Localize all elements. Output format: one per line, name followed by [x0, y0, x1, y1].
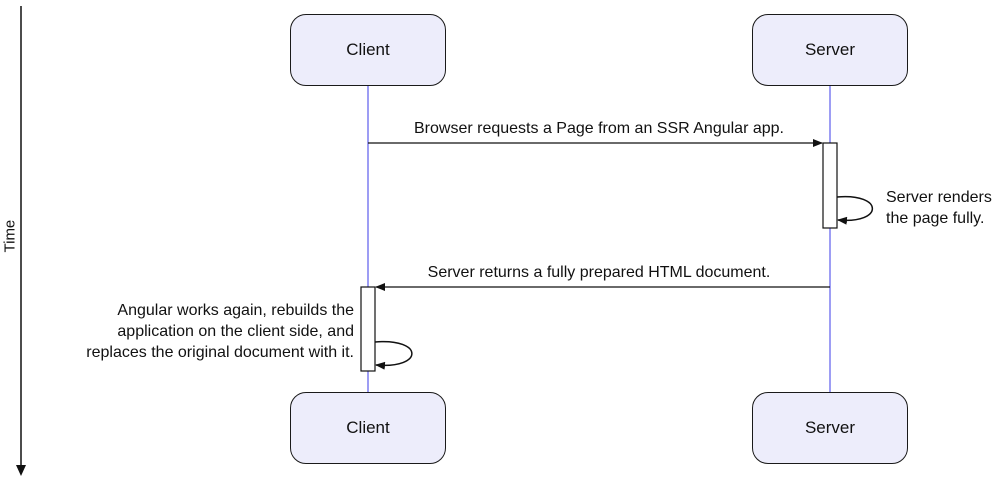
client-self-arrow [374, 340, 413, 370]
server-self-message-label: Server renders the page fully. [886, 187, 992, 229]
client-activation-bar [360, 286, 376, 372]
client-self-message-line-1: Angular works again, rebuilds the [117, 302, 354, 319]
server-self-message-line-2: the page fully. [886, 210, 985, 227]
server-box-top: Server [752, 14, 908, 86]
client-self-message-label: Angular works again, rebuilds the applic… [86, 300, 354, 363]
client-self-message-line-3: replaces the original document with it. [86, 344, 354, 361]
time-axis-label: Time [1, 219, 19, 253]
response-message-label: Server returns a fully prepared HTML doc… [427, 264, 771, 281]
time-axis-arrowhead [16, 465, 26, 476]
client-box-bottom: Client [290, 392, 446, 464]
server-box-bottom: Server [752, 392, 908, 464]
request-message-label: Browser requests a Page from an SSR Angu… [414, 120, 784, 137]
server-self-message-line-1: Server renders [886, 189, 992, 206]
client-box-top: Client [290, 14, 446, 86]
client-self-message-line-2: application on the client side, and [117, 323, 354, 340]
server-self-arrow [836, 195, 874, 225]
server-activation-bar [822, 142, 838, 229]
